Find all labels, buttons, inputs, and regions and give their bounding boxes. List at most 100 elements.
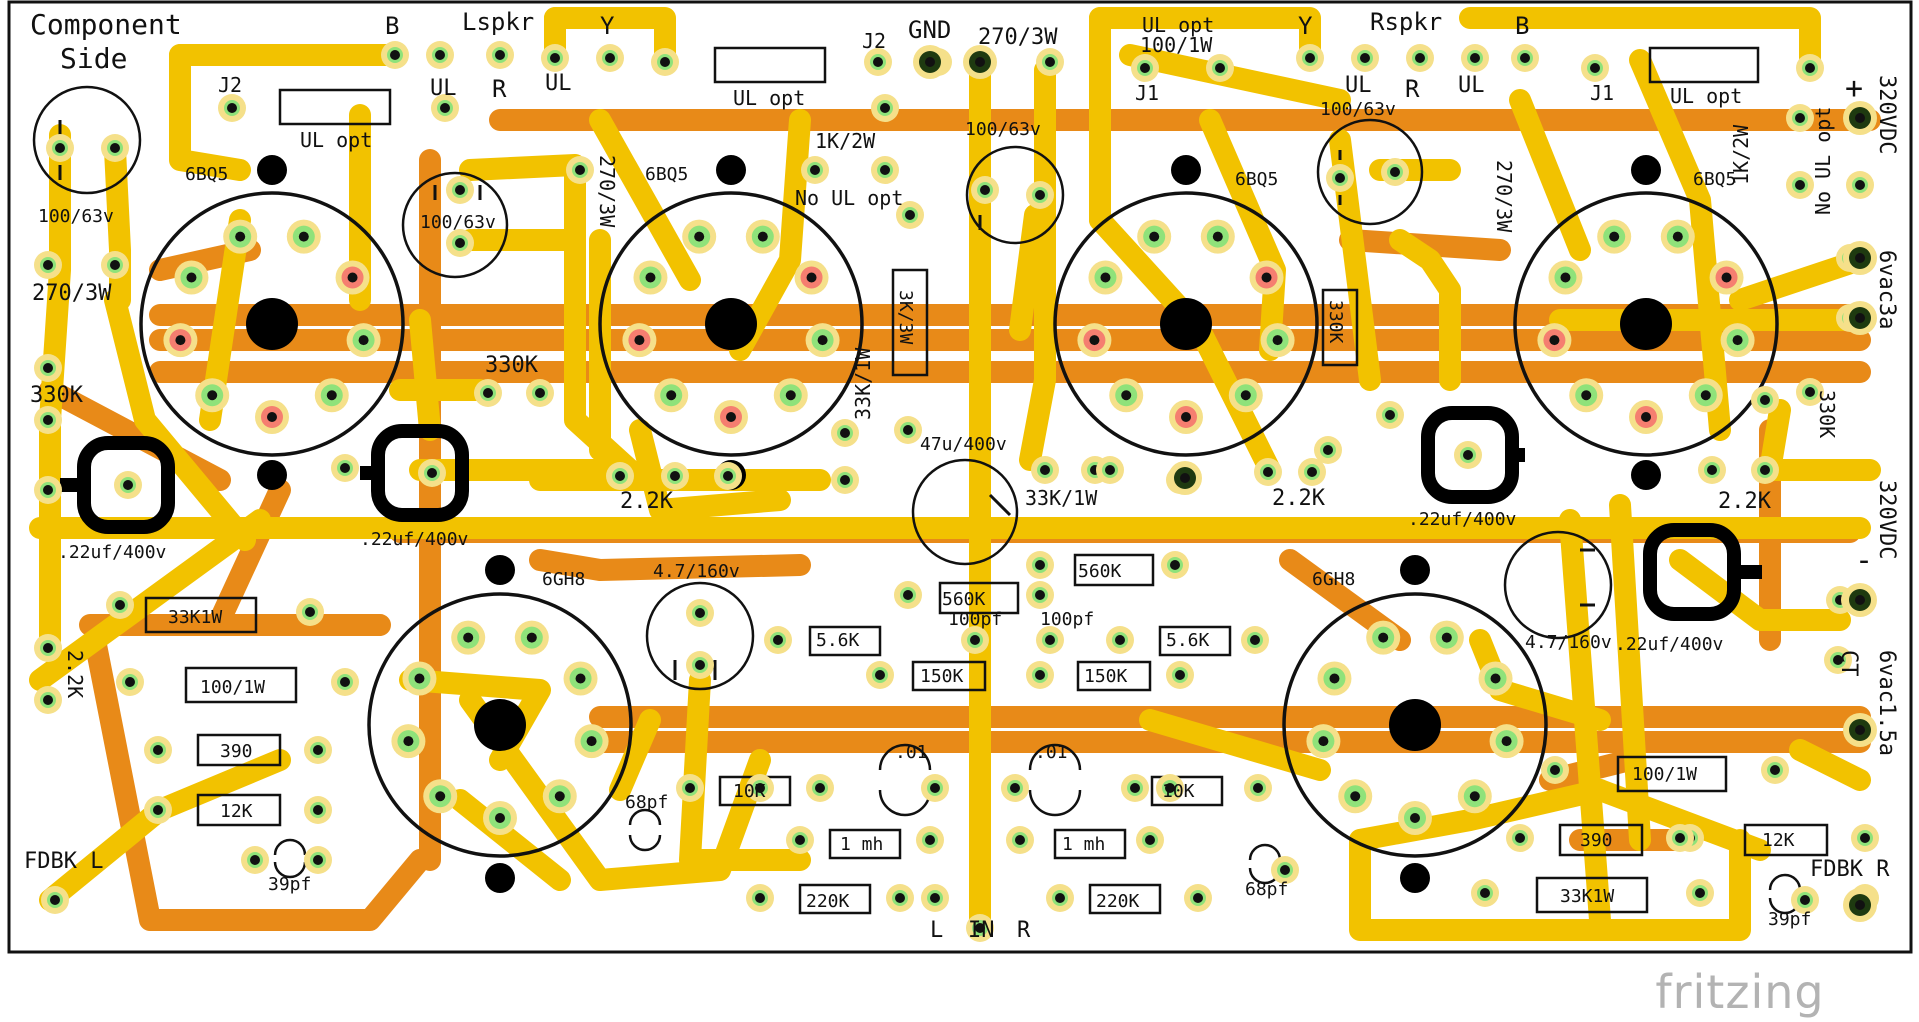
via-hole — [1307, 467, 1317, 477]
label-r22k-2: 2.2K — [1272, 486, 1326, 511]
label-6bq5-2: 6BQ5 — [645, 164, 688, 185]
label-fdbk-left: FDBK L — [24, 849, 103, 874]
via-hole — [1390, 167, 1400, 177]
via-hole — [1215, 63, 1225, 73]
via-hole — [880, 165, 890, 175]
via-hole — [930, 783, 940, 793]
label-r560k-right: 560K — [1078, 561, 1122, 582]
pin-hole — [1240, 390, 1251, 401]
label-no-ul-opt-right: No UL opt — [1811, 107, 1835, 215]
via-hole — [1860, 833, 1870, 843]
label-c100-63-left: 100/63v — [38, 206, 114, 227]
via-large-hole — [1855, 725, 1865, 735]
via-large-hole — [1180, 473, 1190, 483]
via-hole — [1305, 53, 1315, 63]
label-c100pf-left: 100pf — [948, 609, 1002, 630]
via-hole — [153, 805, 163, 815]
pin-hole — [554, 791, 565, 802]
via-hole — [123, 480, 133, 490]
label-1k2w-mid: 1K/2W — [815, 129, 876, 153]
via-hole — [1035, 670, 1045, 680]
tube-6gh8-right — [1282, 592, 1548, 858]
via-hole — [975, 923, 985, 933]
pin-hole — [358, 335, 369, 346]
pin-hole — [1672, 231, 1683, 242]
pin-hole — [526, 632, 537, 643]
via-hole — [115, 600, 125, 610]
label-r270-left: 270/3W — [32, 281, 112, 306]
via-hole — [1515, 833, 1525, 843]
via-large-hole — [925, 57, 935, 67]
via-hole — [875, 670, 885, 680]
via-hole — [1045, 635, 1055, 645]
via-hole — [1015, 835, 1025, 845]
label-ind-right: 1 mh — [1062, 834, 1105, 855]
via-large-hole — [1855, 253, 1865, 263]
label-r100-1w-box-left: 100/1W — [200, 677, 265, 698]
label-c100-63-mid: 100/63v — [965, 119, 1041, 140]
pin-hole — [1181, 412, 1191, 422]
label-ul-opt-far: UL opt — [1670, 84, 1742, 108]
via-hole — [1130, 783, 1140, 793]
via-hole — [815, 783, 825, 793]
label-cap22-right2: .22uf/400v — [1615, 634, 1723, 655]
label-c01-left: .01 — [895, 742, 928, 763]
via-hole — [605, 53, 615, 63]
via-hole — [895, 893, 905, 903]
via-hole — [903, 590, 913, 600]
label-cap22-left: .22uf/400v — [58, 542, 166, 563]
pin-hole — [575, 673, 586, 684]
via-hole — [1800, 895, 1810, 905]
label-r150k-left: 150K — [920, 666, 964, 687]
label-c47-right: 4.7/160v — [1525, 632, 1612, 653]
label-r390-right: 390 — [1580, 830, 1613, 851]
via-hole — [840, 475, 850, 485]
pin-hole — [1490, 673, 1501, 684]
pin-hole — [1350, 791, 1361, 802]
via-hole — [795, 835, 805, 845]
pin-hole — [1441, 632, 1452, 643]
label-in: IN — [968, 918, 995, 943]
via-hole — [1193, 893, 1203, 903]
via-hole — [840, 428, 850, 438]
via-hole — [43, 415, 53, 425]
label-plus: + — [1845, 71, 1863, 106]
label-c39pf-right: 39pf — [1768, 909, 1811, 930]
via-hole — [1250, 635, 1260, 645]
pads-and-vias — [34, 41, 1879, 942]
label-6bq5-4: 6BQ5 — [1693, 169, 1736, 190]
pin-hole — [1100, 272, 1111, 283]
pin-hole — [235, 231, 246, 242]
via-hole — [43, 363, 53, 373]
via-hole — [1470, 53, 1480, 63]
pin-hole — [347, 272, 358, 283]
via-hole — [1105, 465, 1115, 475]
via-hole — [313, 855, 323, 865]
pin-hole — [1609, 231, 1620, 242]
via-hole — [755, 783, 765, 793]
via-hole — [495, 50, 505, 60]
via-hole — [1760, 465, 1770, 475]
pin-hole — [1549, 335, 1560, 346]
label-ul-4: UL — [1458, 73, 1485, 98]
label-c47u: 47u/400v — [920, 434, 1007, 455]
label-r22k-4: 2.2K — [63, 650, 87, 698]
via-hole — [755, 893, 765, 903]
label-b-right: B — [1515, 12, 1529, 40]
tube-6bq5-4 — [1513, 191, 1779, 457]
label-r330k-mid: 330K — [485, 353, 539, 378]
via-hole — [440, 103, 450, 113]
pin-hole — [1149, 231, 1160, 242]
pin-hole — [435, 791, 446, 802]
pin-hole — [1732, 335, 1743, 346]
via-hole — [305, 607, 315, 617]
via-hole — [1520, 53, 1530, 63]
via-hole — [723, 471, 733, 481]
label-r12k-left: 12K — [220, 801, 253, 822]
via-large-hole — [975, 57, 985, 67]
label-ul-2: UL — [545, 71, 572, 96]
via-hole — [1170, 560, 1180, 570]
pin-hole — [1560, 272, 1571, 283]
label-r330k-left: 330K — [30, 383, 84, 408]
